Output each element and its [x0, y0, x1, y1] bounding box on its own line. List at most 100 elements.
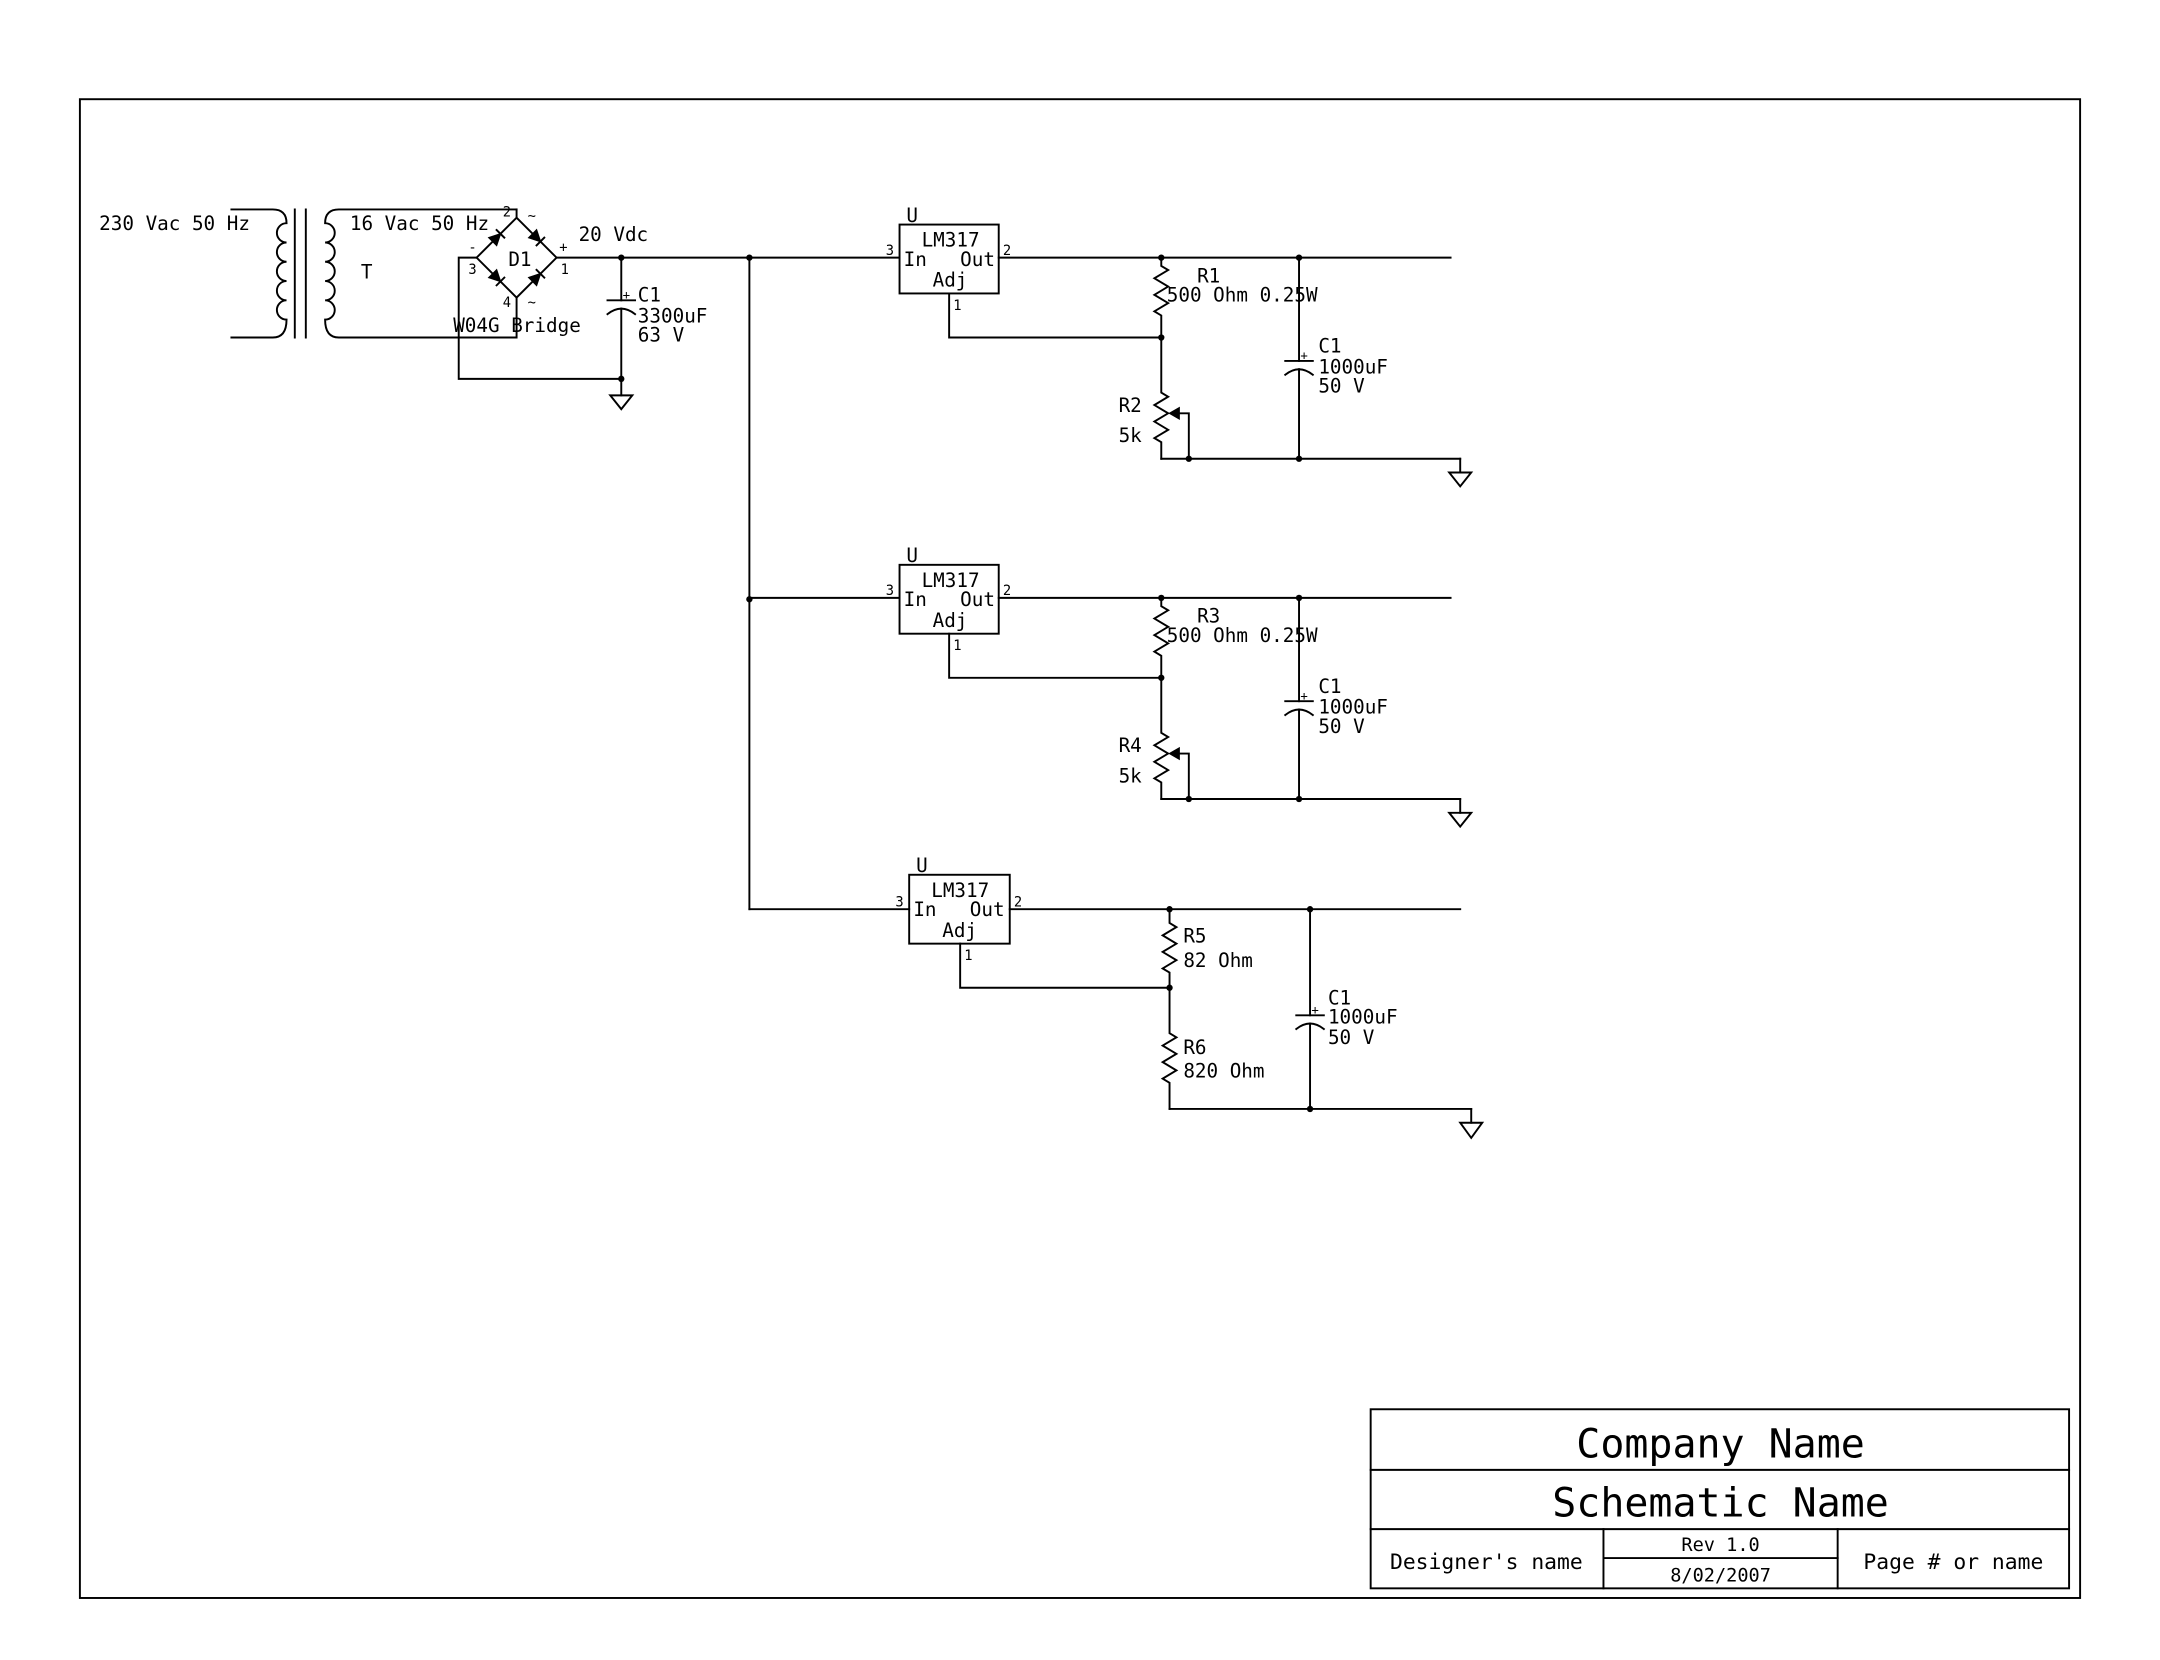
diode-symbol [487, 268, 502, 283]
cap-polarity-mark: + [623, 287, 630, 302]
pin-in-number: 3 [895, 894, 903, 910]
resistor-lower-value: 820 Ohm [1183, 1059, 1264, 1082]
pin-adj-label: Adj [933, 269, 968, 292]
pin-in-label: In [913, 898, 936, 921]
resistor-lower [1160, 986, 1179, 1110]
wiper-arrow [1168, 746, 1180, 761]
cap-voltage: 50 V [1328, 1026, 1375, 1049]
junction-dot [1158, 334, 1165, 341]
pin-adj-number: 1 [953, 638, 961, 654]
ground-symbol [1447, 811, 1474, 829]
bridge-part-label: W04G Bridge [453, 314, 581, 337]
dc-rail: 20 Vdc [555, 223, 753, 911]
wiper-arrow [1168, 406, 1180, 420]
junction-dot [1306, 1105, 1314, 1113]
resistor-upper-designator: R5 [1183, 924, 1206, 947]
resistor-upper [1160, 908, 1179, 989]
diode-symbol [487, 232, 502, 247]
ground-symbol [1458, 1121, 1485, 1140]
ground-symbol [1447, 471, 1474, 488]
potentiometer-wiper [1176, 752, 1190, 800]
primary-winding [230, 208, 288, 339]
bridge-pin-bottom-symbol: ~ [528, 295, 536, 311]
cap-designator: C1 [638, 284, 661, 307]
junction-dot [1295, 594, 1303, 602]
transformer: 230 Vac 50 Hz 16 Vac 50 Hz T [99, 208, 518, 339]
revision: Rev 1.0 [1681, 1535, 1759, 1556]
transformer-designator: T [361, 260, 373, 283]
pin-out-label: Out [960, 248, 995, 271]
input-capacitor: + C1 3300uF 63 V [606, 256, 708, 411]
diode-bar [495, 228, 506, 240]
bridge-pin-top-number: 2 [503, 204, 511, 220]
company-name: Company Name [1576, 1421, 1865, 1467]
diode-bar [535, 268, 546, 279]
potentiometer-value: 5k [1119, 764, 1143, 787]
pin-adj-label: Adj [933, 609, 968, 632]
junction-dot [1166, 984, 1173, 991]
resistor-upper-designator: R1 [1197, 264, 1220, 287]
adj-wire [948, 292, 1163, 339]
pin-adj-number: 1 [953, 298, 961, 314]
junction-dot [1158, 254, 1165, 261]
junction-dot [1158, 674, 1165, 681]
regulator-stage-1: U LM317 In Out Adj 3 2 1 R1 500 Ohm 0.25… [748, 204, 1474, 488]
cap-value: 1000uF [1318, 355, 1388, 378]
pin-in-number: 3 [886, 583, 894, 599]
bridge-pin-top-symbol: ~ [528, 208, 536, 224]
revision-date: 8/02/2007 [1670, 1565, 1771, 1586]
cap-voltage: 63 V [638, 324, 685, 347]
cap-designator: C1 [1328, 986, 1351, 1009]
potentiometer [1152, 336, 1171, 460]
schematic-name: Schematic Name [1552, 1481, 1889, 1527]
junction-dot [1295, 455, 1303, 462]
resistor-upper-value: 500 Ohm 0.25W [1167, 624, 1318, 647]
pin-out-number: 2 [1014, 894, 1022, 910]
title-block-frame [1369, 1408, 2071, 1590]
resistor-upper-designator: R3 [1197, 605, 1220, 628]
junction-dot [1185, 795, 1192, 803]
negative-return-wire [457, 256, 623, 380]
bridge-pin-right-symbol: + [559, 240, 567, 256]
bridge-pin-left-number: 3 [468, 262, 476, 278]
cap-designator: C1 [1318, 675, 1341, 698]
diode-symbol [527, 228, 542, 243]
potentiometer-wiper [1176, 412, 1190, 460]
cap-polarity-mark: + [1300, 688, 1307, 703]
pin-in-label: In [904, 248, 927, 271]
junction-dot [1306, 906, 1314, 913]
bridge-diamond [475, 216, 558, 299]
secondary-winding [324, 208, 518, 339]
regulator-stage-3: U LM317 In Out Adj 3 2 1 R5 82 Ohm R6 82… [748, 854, 1485, 1140]
diode-bar [495, 276, 506, 287]
regulator-ref: U [906, 204, 918, 227]
bridge-designator: D1 [508, 248, 531, 271]
cap-voltage: 50 V [1318, 715, 1365, 738]
adj-wire [948, 632, 1163, 679]
pin-out-number: 2 [1003, 583, 1011, 599]
resistor-upper [1152, 596, 1171, 679]
pin-in-number: 3 [886, 243, 894, 259]
potentiometer-value: 5k [1119, 424, 1143, 447]
ground-symbol [608, 394, 635, 411]
junction-dot [1158, 594, 1165, 602]
diode-symbol [527, 272, 542, 287]
cap-polarity-mark: + [1311, 1002, 1318, 1017]
adj-wire [959, 942, 1171, 989]
regulator-ref: U [916, 854, 928, 877]
regulator-stage-2: U LM317 In Out Adj 3 2 1 R3 500 Ohm 0.25… [748, 544, 1474, 829]
junction-dot [1185, 455, 1192, 462]
regulator-ref: U [906, 544, 918, 567]
cap-designator: C1 [1318, 335, 1341, 358]
pin-in-label: In [904, 588, 927, 611]
junction-dot [1295, 795, 1303, 803]
pin-out-label: Out [960, 588, 995, 611]
regulator-part: LM317 [931, 879, 989, 902]
pin-out-number: 2 [1003, 243, 1011, 259]
cap-value: 3300uF [638, 304, 708, 327]
regulator-part: LM317 [922, 569, 980, 592]
potentiometer-designator: R2 [1119, 394, 1142, 417]
pin-out-label: Out [970, 898, 1005, 921]
cap-voltage: 50 V [1318, 375, 1365, 398]
